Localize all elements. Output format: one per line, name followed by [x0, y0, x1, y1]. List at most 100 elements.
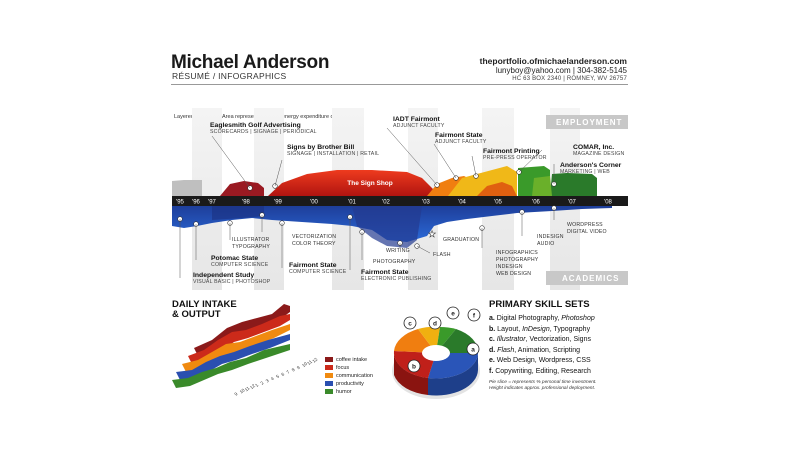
year-label: '96: [192, 200, 200, 206]
ribbon-productivity: [176, 334, 290, 380]
area-early: [172, 180, 202, 196]
legend-focus: focus: [325, 365, 349, 371]
ribbon-humor: [172, 344, 290, 388]
hour-tick: 5: [275, 373, 281, 379]
hour-tick: 10: [239, 387, 246, 394]
legend-communication: communication: [325, 373, 373, 379]
hour-tick: 11: [306, 359, 313, 366]
hour-tick: 8: [291, 367, 297, 373]
skill-item: f. Copywriting, Editing, Research: [489, 367, 591, 375]
hour-tick: 10: [301, 361, 308, 368]
area-signs: [268, 170, 434, 196]
address: HC 63 BOX 2340 | ROMNEY, WV 26757: [512, 76, 627, 82]
header-divider: [171, 84, 628, 85]
hour-tick: 7: [285, 369, 291, 375]
donut-hole: [422, 345, 450, 361]
slice-label-e: e: [451, 311, 455, 318]
hour-tick: 9: [296, 365, 302, 371]
resume-name: Michael Anderson: [171, 52, 330, 73]
skills-donut-chart: a b c d e f: [392, 306, 481, 399]
academics-flash: FLASH: [433, 252, 451, 258]
year-label: '04: [458, 200, 466, 206]
timeline-graphic: The Sign Shop '95 '96 '97 '98 '99 '00 '01 '02 '0…: [172, 108, 628, 290]
skill-item: b. Layout, InDesign, Typography: [489, 325, 591, 333]
year-label: '00: [310, 200, 318, 206]
year-label: '97: [208, 200, 216, 206]
skill-item: d. Flash, Animation, Scripting: [489, 346, 581, 354]
year-label: '98: [242, 200, 250, 206]
year-label: '06: [532, 200, 540, 206]
employment-band-label: EMPLOYMENT: [556, 118, 623, 127]
year-label: '99: [274, 200, 282, 206]
academics-graduation: GRADUATION: [443, 237, 480, 243]
year-label: '95: [176, 200, 184, 206]
hour-tick: 9: [233, 391, 239, 397]
academics-photography: PHOTOGRAPHY: [373, 259, 416, 265]
graduation-star-icon: ★: [428, 229, 436, 239]
year-label: '05: [494, 200, 502, 206]
slice-a-side: [428, 353, 478, 396]
year-labels: '95 '96 '97 '98 '99 '00 '01 '02 '03 '04 '05 '06 '07 '…: [176, 200, 612, 206]
timeline-bar: [172, 196, 628, 206]
skill-item: e. Web Design, Wordpress, CSS: [489, 357, 591, 364]
year-label: '02: [382, 200, 390, 206]
skill-item: a. Digital Photography, Photoshop: [489, 315, 595, 322]
academics-band-label: ACADEMICS: [562, 274, 620, 283]
hour-tick: 3: [265, 378, 271, 384]
slice-label-b: b: [412, 364, 416, 371]
area-eaglesmith: [220, 181, 264, 196]
hour-tick: 12: [311, 356, 318, 363]
year-label: '07: [568, 200, 576, 206]
hour-tick: 11: [244, 385, 251, 392]
slice-b-side: [394, 353, 428, 395]
skills-title: PRIMARY SKILL SETS: [489, 299, 590, 310]
email-phone[interactable]: lunyboy@yahoo.com | 304-382-5145: [495, 66, 627, 75]
hour-tick: 12: [249, 383, 256, 390]
daily-title: DAILY INTAKE& OUTPUT: [172, 299, 237, 320]
slice-label-f: f: [473, 313, 476, 320]
area-academics-peak: [352, 206, 422, 248]
hour-tick: 2: [259, 380, 265, 386]
employment-comar: COMAR, Inc.MAGAZINE DESIGN: [573, 144, 625, 157]
area-comar-light: [532, 176, 552, 196]
year-label: '03: [422, 200, 430, 206]
skill-item: c. Illustrator, Vectorization, Signs: [489, 336, 591, 343]
hour-tick: 1: [254, 382, 260, 388]
academics-band: [546, 271, 628, 285]
slice-label-c: c: [408, 321, 412, 328]
hour-tick: 4: [270, 376, 276, 382]
year-label: '01: [348, 200, 356, 206]
legend-humor: humor: [325, 389, 352, 395]
legend-coffee: coffee intake: [325, 357, 367, 363]
area-fairmont-state: [477, 182, 517, 196]
resume-subtitle: RÉSUMÉ / INFOGRAPHICS: [172, 71, 287, 81]
slice-label-d: d: [433, 321, 437, 328]
ribbon-communication: [182, 324, 290, 372]
area-andersons: [550, 173, 597, 196]
sign-shop-label: The Sign Shop: [347, 180, 393, 187]
year-label: '08: [604, 200, 612, 206]
academics-writing: WRITING: [386, 248, 410, 254]
skills-note: Pie slice = represents % personal time i…: [489, 380, 597, 392]
slice-label-a: a: [471, 347, 475, 354]
area-academics-dark: [212, 206, 264, 220]
slice-c: [394, 329, 436, 353]
employment-band: [546, 115, 628, 129]
website-link[interactable]: theportfolio.ofmichaelanderson.com: [479, 56, 627, 66]
